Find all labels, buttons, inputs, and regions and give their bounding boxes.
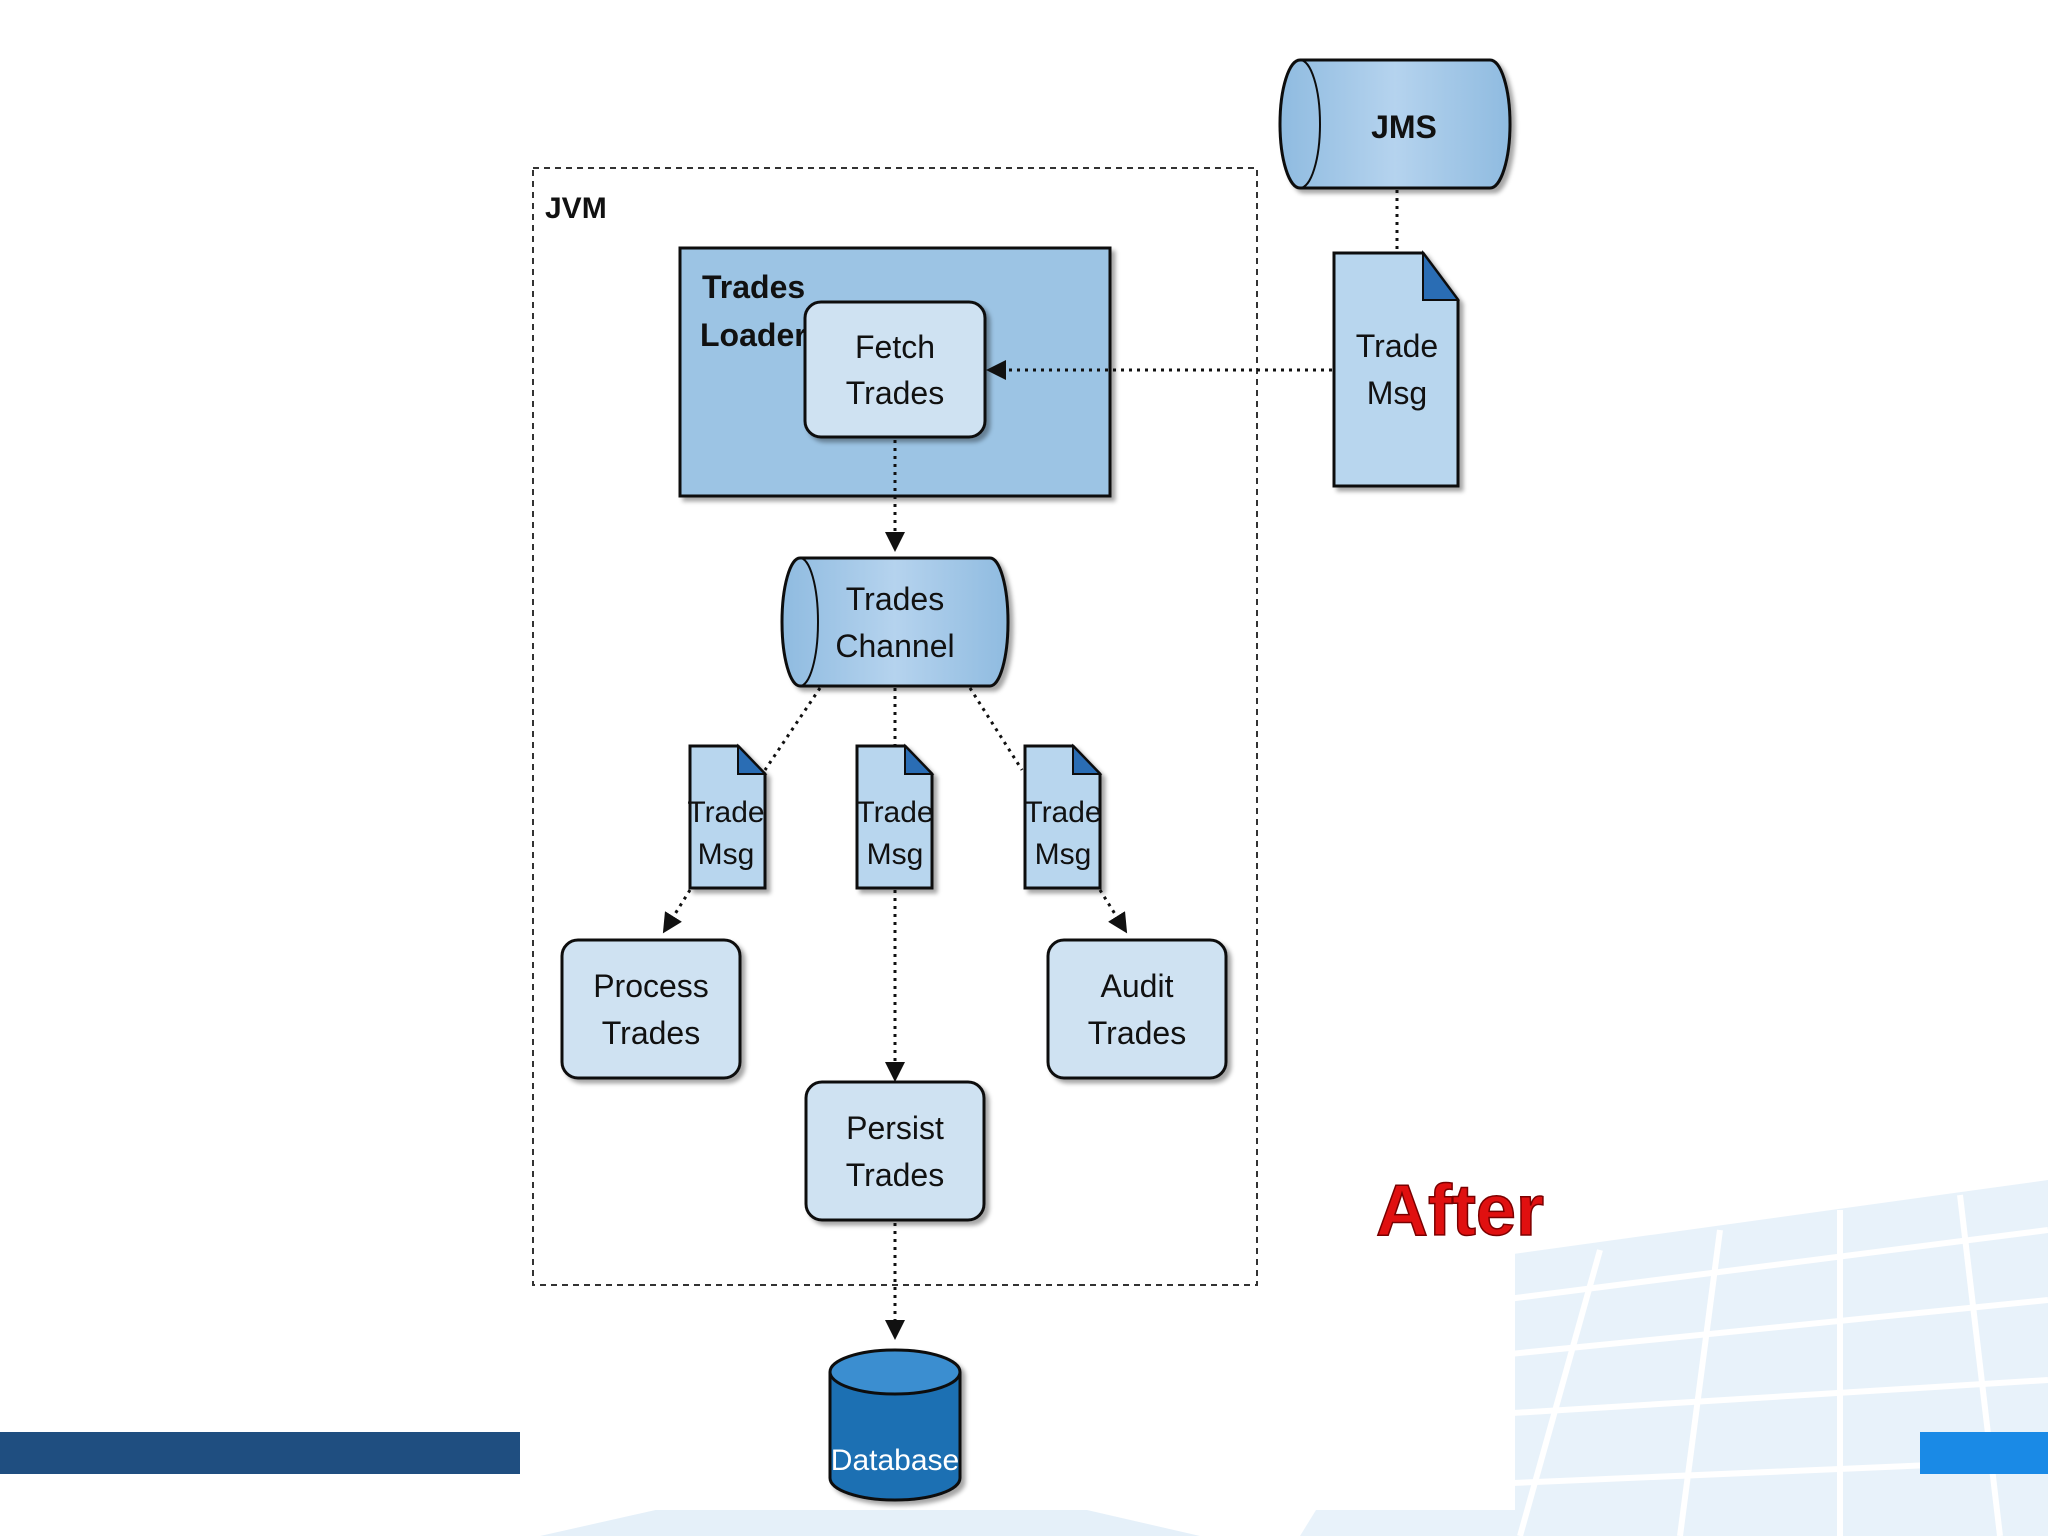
trade-msg-left xyxy=(688,743,768,890)
jms-queue xyxy=(1278,58,1512,190)
trade-msg-right xyxy=(1023,743,1103,890)
trades-loader-label-1: Trades xyxy=(702,269,805,305)
trades-channel-label-2: Channel xyxy=(835,628,954,664)
trade-msg-center xyxy=(855,743,935,890)
trade-msg-left-label-1: Trade xyxy=(687,796,764,829)
bottom-bar-left xyxy=(0,1432,535,1474)
trade-msg-right-label-2: Msg xyxy=(1035,838,1092,871)
jms-label: JMS xyxy=(1371,109,1437,145)
bottom-bar-right xyxy=(1920,1432,2048,1474)
fetch-trades-label-2: Trades xyxy=(846,375,944,411)
channel-to-right-msg xyxy=(968,687,1024,771)
trade-msg-center-label-2: Msg xyxy=(867,838,924,871)
jvm-boundary xyxy=(532,167,1258,1286)
trade-msg-right-label-1: Trade xyxy=(1024,796,1101,829)
trades-channel-label-1: Trades xyxy=(846,581,944,617)
persist-trades-label-1: Persist xyxy=(846,1110,944,1146)
persist-trades-label-2: Trades xyxy=(846,1157,944,1193)
trades-loader-label-2: Loader xyxy=(700,317,807,353)
database-cylinder xyxy=(828,1348,962,1502)
process-trades-node xyxy=(560,938,742,1080)
trade-msg-center-label-1: Trade xyxy=(856,796,933,829)
trade-msg-incoming xyxy=(1332,249,1460,488)
audit-trades-label-2: Trades xyxy=(1088,1015,1186,1051)
trade-msg-left-label-2: Msg xyxy=(698,838,755,871)
database-label: Database xyxy=(831,1444,959,1477)
trade-msg-incoming-label-1: Trade xyxy=(1356,328,1438,364)
channel-to-left-msg xyxy=(763,687,822,771)
audit-trades-label-1: Audit xyxy=(1101,968,1174,1004)
process-trades-label-2: Trades xyxy=(602,1015,700,1051)
slide-caption: After xyxy=(1376,1171,1544,1251)
audit-trades-node xyxy=(1046,938,1228,1080)
trades-channel xyxy=(780,556,1010,688)
trade-msg-incoming-label-2: Msg xyxy=(1367,375,1427,411)
persist-trades-node xyxy=(804,1080,986,1222)
process-trades-label-1: Process xyxy=(593,968,709,1004)
fetch-trades-node xyxy=(803,300,987,439)
fetch-trades-label-1: Fetch xyxy=(855,329,935,365)
jvm-label: JVM xyxy=(545,192,607,225)
